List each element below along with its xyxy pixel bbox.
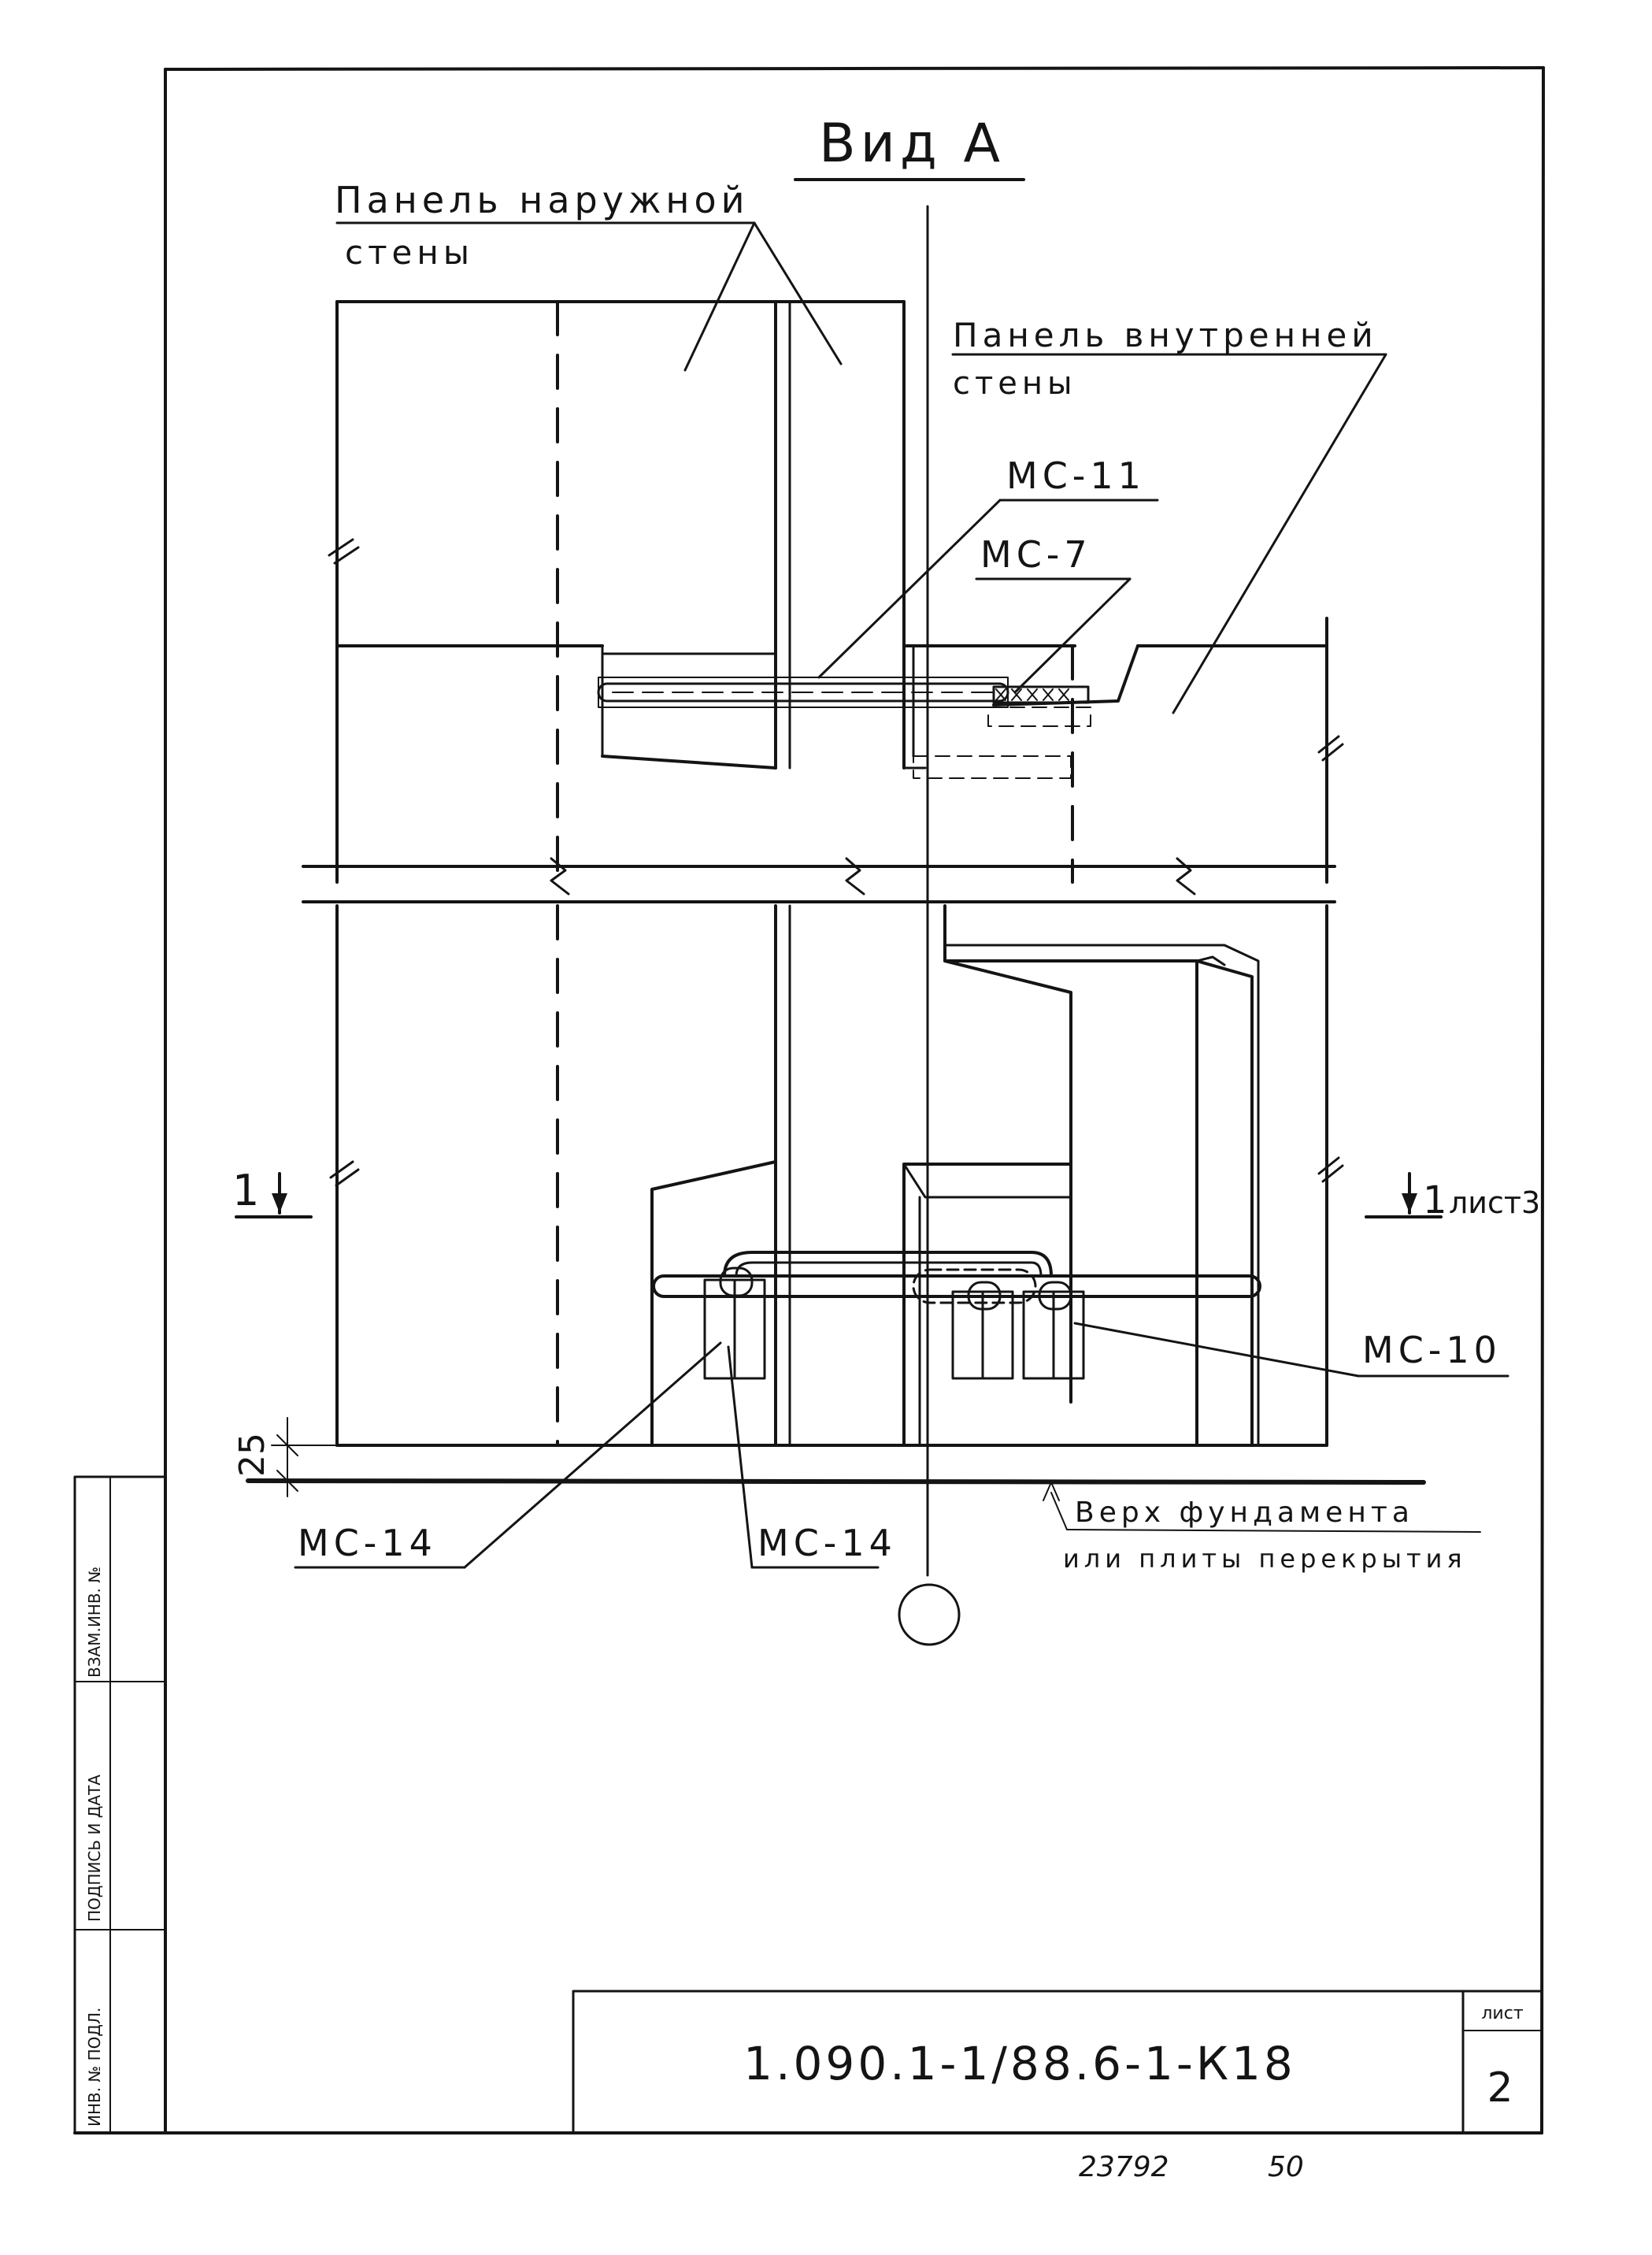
label-outer-wall-line2: стены <box>345 233 474 272</box>
label-outer-wall-line1: Панель наружной <box>335 179 750 221</box>
dimension-25: 25 <box>232 1433 272 1477</box>
connector-mc11 <box>597 677 1009 708</box>
label-mc7: МС-7 <box>980 533 1092 576</box>
lower-blocks <box>650 1160 1072 1447</box>
view-title-text: Вид А <box>819 113 1005 175</box>
label-mc10: МС-10 <box>1362 1329 1502 1371</box>
section-right-reference: лист3 <box>1449 1185 1540 1220</box>
axis-line <box>898 205 961 1646</box>
inner-wall-panel <box>1317 617 1344 884</box>
stamp-col-substitute-inventory: ВЗАМ.ИНВ. № <box>85 1567 104 1678</box>
outer-wall-lower <box>329 904 791 1447</box>
drawing-designation: 1.090.1-1/88.6-1-К18 <box>743 2037 1296 2090</box>
sheet-label: лист <box>1481 2004 1523 2023</box>
archive-number: 23792 <box>1079 2151 1169 2183</box>
floor-slab-upper <box>335 644 1328 884</box>
break-band <box>302 857 1336 903</box>
stamp-col-signature-date: ПОДПИСЬ И ДАТА <box>85 1775 104 1922</box>
view-title: Вид А <box>794 113 1025 181</box>
leader-lines <box>294 221 1509 1569</box>
label-mc14-left: МС-14 <box>298 1522 437 1564</box>
base-lines: 25 <box>232 1417 1426 1497</box>
annotations: Панель наружной стены Панель внутренней … <box>298 179 1502 1574</box>
page-number: 50 <box>1268 2151 1304 2183</box>
connector-mc14-right <box>951 1281 1085 1380</box>
connector-mc7-hatch <box>913 685 1091 779</box>
label-mc11: МС-11 <box>1006 454 1146 497</box>
sheet-number: 2 <box>1487 2064 1513 2112</box>
inner-wall-lower <box>943 904 1344 1447</box>
label-inner-wall-line1: Панель внутренней <box>953 316 1378 354</box>
section-right-number: 1 <box>1423 1178 1447 1222</box>
sheet-frame <box>73 66 1545 2134</box>
label-foundation-line1: Верх фундамента <box>1075 1497 1414 1529</box>
label-foundation-line2: или плиты перекрытия <box>1063 1544 1467 1574</box>
side-stamp: ВЗАМ.ИНВ. № ПОДПИСЬ И ДАТА ИНВ. № ПОДЛ. <box>73 1475 167 2134</box>
section-marker-left: 1 <box>232 1166 313 1218</box>
title-block: 1.090.1-1/88.6-1-К18 лист 2 <box>572 1990 1543 2134</box>
label-mc14-right: МС-14 <box>757 1522 897 1564</box>
stamp-col-original-inventory: ИНВ. № ПОДЛ. <box>85 2008 104 2127</box>
label-inner-wall-line2: стены <box>953 365 1077 402</box>
connector-mc14-left <box>703 1267 766 1380</box>
axis-marker-circle <box>898 1583 961 1646</box>
section-marker-right: 1 лист3 <box>1365 1172 1540 1222</box>
section-left-number: 1 <box>232 1166 259 1215</box>
outer-wall-panel <box>328 300 906 884</box>
